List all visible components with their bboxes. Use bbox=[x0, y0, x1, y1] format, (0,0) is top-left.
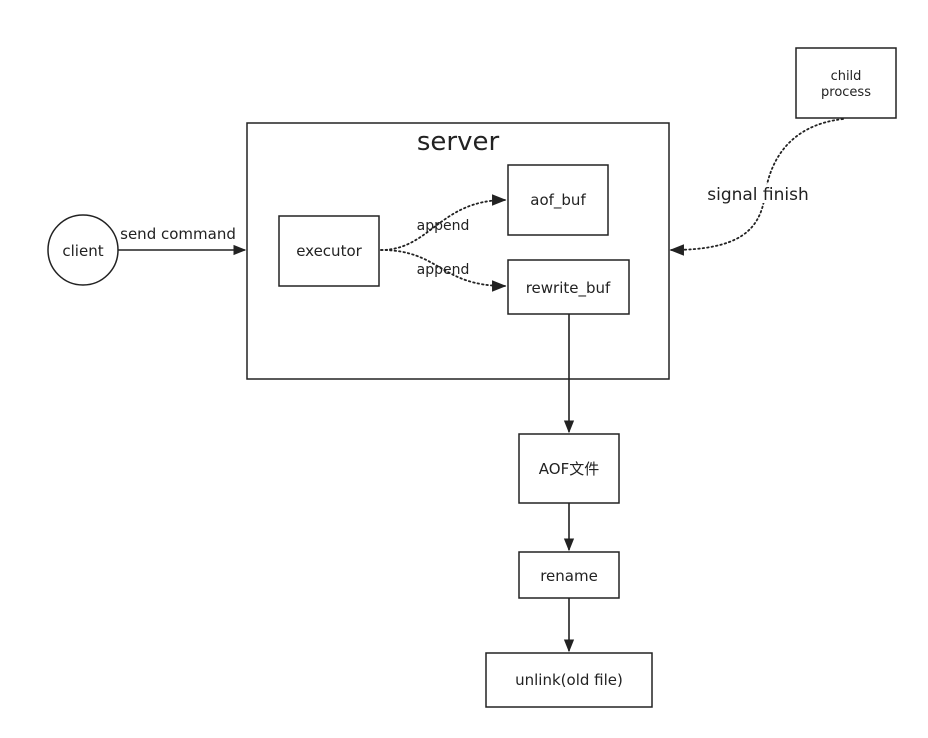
client-node: client bbox=[47, 214, 119, 286]
aof-file-node: AOF文件 bbox=[518, 433, 620, 504]
aof-file-label: AOF文件 bbox=[539, 460, 599, 478]
child-process-node: child process bbox=[795, 47, 897, 119]
server-label: server bbox=[417, 127, 500, 157]
executor-node: executor bbox=[278, 215, 380, 287]
append-aof-label: append bbox=[417, 218, 470, 234]
child-process-label-line2: process bbox=[821, 85, 871, 100]
send-command-edge: send command bbox=[118, 225, 247, 256]
rewrite-buf-node: rewrite_buf bbox=[507, 259, 630, 315]
append-rewrite-label: append bbox=[417, 262, 470, 278]
rename-node: rename bbox=[518, 551, 620, 599]
append-rewrite-edge: append bbox=[380, 249, 507, 292]
aof-buf-node: aof_buf bbox=[507, 164, 609, 236]
executor-label: executor bbox=[296, 242, 362, 260]
rewrite-buf-label: rewrite_buf bbox=[526, 279, 611, 298]
unlink-label: unlink(old file) bbox=[515, 671, 623, 689]
unlink-node: unlink(old file) bbox=[485, 652, 653, 708]
signal-finish-label: signal finish bbox=[707, 185, 809, 205]
child-process-label-line1: child bbox=[831, 69, 862, 84]
aof-buf-label: aof_buf bbox=[530, 191, 586, 210]
append-aof-edge: append bbox=[380, 194, 507, 251]
client-label: client bbox=[62, 242, 103, 260]
rename-label: rename bbox=[540, 567, 598, 585]
signal-finish-edge: signal finish bbox=[669, 118, 844, 256]
send-command-label: send command bbox=[120, 225, 236, 243]
